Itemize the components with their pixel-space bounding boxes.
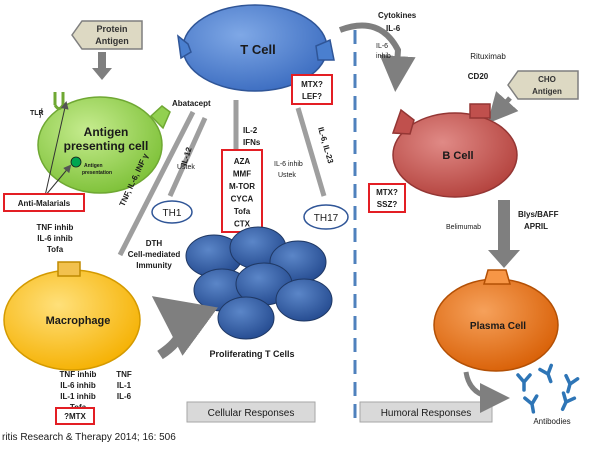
b-cell: B Cell bbox=[391, 103, 518, 198]
tlr-pointer bbox=[39, 107, 43, 119]
antibody-icon bbox=[538, 363, 553, 384]
b-cell-label: B Cell bbox=[442, 150, 473, 162]
blys-label-2: APRIL bbox=[524, 222, 548, 231]
blys-label-1: Blys/BAFF bbox=[518, 210, 559, 219]
bcell-to-plasma-arrow bbox=[488, 200, 520, 268]
cho-antigen-label-2: Antigen bbox=[532, 87, 562, 96]
antibody-icon bbox=[564, 373, 580, 394]
macro-bottom-drug-3: IL-1 inhib bbox=[60, 392, 96, 401]
mtx-lef-label-2: LEF? bbox=[302, 92, 322, 101]
mtx-ssz-label-1: MTX? bbox=[376, 188, 398, 197]
cho-to-bcell-arrow bbox=[487, 91, 519, 124]
t-cell-label: T Cell bbox=[240, 42, 275, 57]
dth-label: DTH bbox=[146, 239, 163, 248]
cell-mediated-label: Cell-mediated bbox=[128, 250, 181, 259]
apc-label-1: Antigen bbox=[84, 125, 129, 139]
center-drug-item: M-TOR bbox=[229, 182, 255, 191]
antigen-presentation-label-1: Antigen bbox=[84, 163, 103, 169]
mtx-macro-label: ?MTX bbox=[64, 412, 86, 421]
antigen-to-apc-arrow bbox=[92, 52, 112, 80]
protein-antigen: Protein Antigen bbox=[71, 20, 143, 50]
antibody-icon bbox=[523, 394, 539, 414]
tlr-label: TLR bbox=[30, 110, 44, 117]
cellular-responses-label: Cellular Responses bbox=[208, 408, 295, 419]
il6-inhib-top-2: inhib bbox=[376, 53, 391, 60]
cd20-label: CD20 bbox=[468, 72, 489, 81]
tnf-arrow bbox=[117, 110, 196, 257]
cytokine-arrow bbox=[338, 22, 416, 92]
th17-cell: TH17 bbox=[303, 204, 349, 230]
il6-inhib-mid-label: IL-6 inhib bbox=[274, 161, 303, 168]
anti-malarial-pointer bbox=[44, 101, 69, 197]
ustek-left-label: Ustek bbox=[177, 164, 195, 171]
antigen-presenting-cell: TLR Antigen presenting cell Antigen pres… bbox=[30, 92, 171, 194]
il6-il23-arrow bbox=[295, 107, 327, 197]
ustek-mid-label: Ustek bbox=[278, 172, 296, 179]
center-drugs-box bbox=[221, 149, 263, 233]
humoral-responses-label: Humoral Responses bbox=[381, 408, 472, 419]
center-drug-item: Tofa bbox=[234, 207, 251, 216]
ifns-label: IFNs bbox=[243, 138, 261, 147]
anti-malarial-pointer-2 bbox=[44, 164, 72, 197]
center-drug-item: AZA bbox=[234, 157, 251, 166]
anti-malarials-box bbox=[3, 193, 85, 212]
antibody-icon bbox=[516, 373, 532, 392]
antibodies-label: Antibodies bbox=[533, 417, 570, 426]
plasma-to-antibody-arrow bbox=[463, 371, 510, 413]
citation: ritis Research & Therapy 2014; 16: 506 bbox=[2, 432, 176, 443]
proliferating-label: Proliferating T Cells bbox=[209, 349, 294, 359]
mtx-macro-box bbox=[55, 407, 95, 425]
macro-out-tnf: TNF bbox=[116, 370, 132, 379]
anti-malarials-label: Anti-Malarials bbox=[18, 199, 71, 208]
plasma-cell-label: Plasma Cell bbox=[470, 321, 526, 332]
cho-antigen: CHO Antigen bbox=[507, 70, 579, 100]
il6-il23-label: IL-6, IL-23 bbox=[316, 126, 335, 165]
macrophage-cell: Macrophage bbox=[3, 261, 141, 371]
mtx-ssz-label-2: SSZ? bbox=[377, 200, 398, 209]
t-cell: T Cell bbox=[177, 4, 335, 92]
cellular-responses-box bbox=[186, 401, 316, 423]
il12-arrow bbox=[167, 116, 208, 198]
antibody-icon bbox=[560, 391, 577, 412]
abatacept-label: Abatacept bbox=[172, 99, 211, 108]
macrophage-label: Macrophage bbox=[46, 315, 111, 327]
macro-bottom-drug-1: TNF inhib bbox=[60, 370, 97, 379]
cytokines-label-1: Cytokines bbox=[378, 11, 417, 20]
macro-top-drug-3: Tofa bbox=[47, 245, 64, 254]
macro-out-il1: IL-1 bbox=[117, 381, 132, 390]
mtx-lef-box bbox=[291, 74, 333, 105]
protein-antigen-label-1: Protein bbox=[96, 24, 127, 34]
antigen-presentation-label-2: presentation bbox=[82, 170, 112, 176]
center-drug-item: CTX bbox=[234, 220, 251, 229]
macro-top-drug-2: IL-6 inhib bbox=[37, 234, 73, 243]
cytokines-label-2: IL-6 bbox=[386, 24, 401, 33]
th1-cell: TH1 bbox=[151, 200, 193, 224]
immunity-label: Immunity bbox=[136, 261, 172, 270]
macro-top-drug-1: TNF inhib bbox=[37, 223, 74, 232]
center-drug-item: CYCA bbox=[231, 195, 254, 204]
antibodies bbox=[516, 363, 580, 414]
plasma-cell: Plasma Cell bbox=[433, 269, 559, 372]
th1-label: TH1 bbox=[163, 208, 182, 219]
belimumab-label: Belimumab bbox=[446, 224, 481, 231]
il2-label: IL-2 bbox=[243, 126, 258, 135]
th17-label: TH17 bbox=[314, 213, 339, 224]
mtx-ssz-box bbox=[368, 183, 406, 213]
il6-inhib-top-1: IL-6 bbox=[376, 43, 388, 50]
mtx-lef-label-1: MTX? bbox=[301, 80, 323, 89]
macro-out-il6: IL-6 bbox=[117, 392, 132, 401]
macrophage-feedback-arrow bbox=[151, 296, 218, 360]
rituximab-label: Rituximab bbox=[470, 52, 506, 61]
protein-antigen-label-2: Antigen bbox=[95, 36, 129, 46]
proliferating-t-cells bbox=[185, 226, 333, 340]
macro-bottom-drug-2: IL-6 inhib bbox=[60, 381, 96, 390]
cho-antigen-label-1: CHO bbox=[538, 75, 556, 84]
center-drug-item: MMF bbox=[233, 170, 251, 179]
apc-label-2: presenting cell bbox=[64, 139, 149, 153]
